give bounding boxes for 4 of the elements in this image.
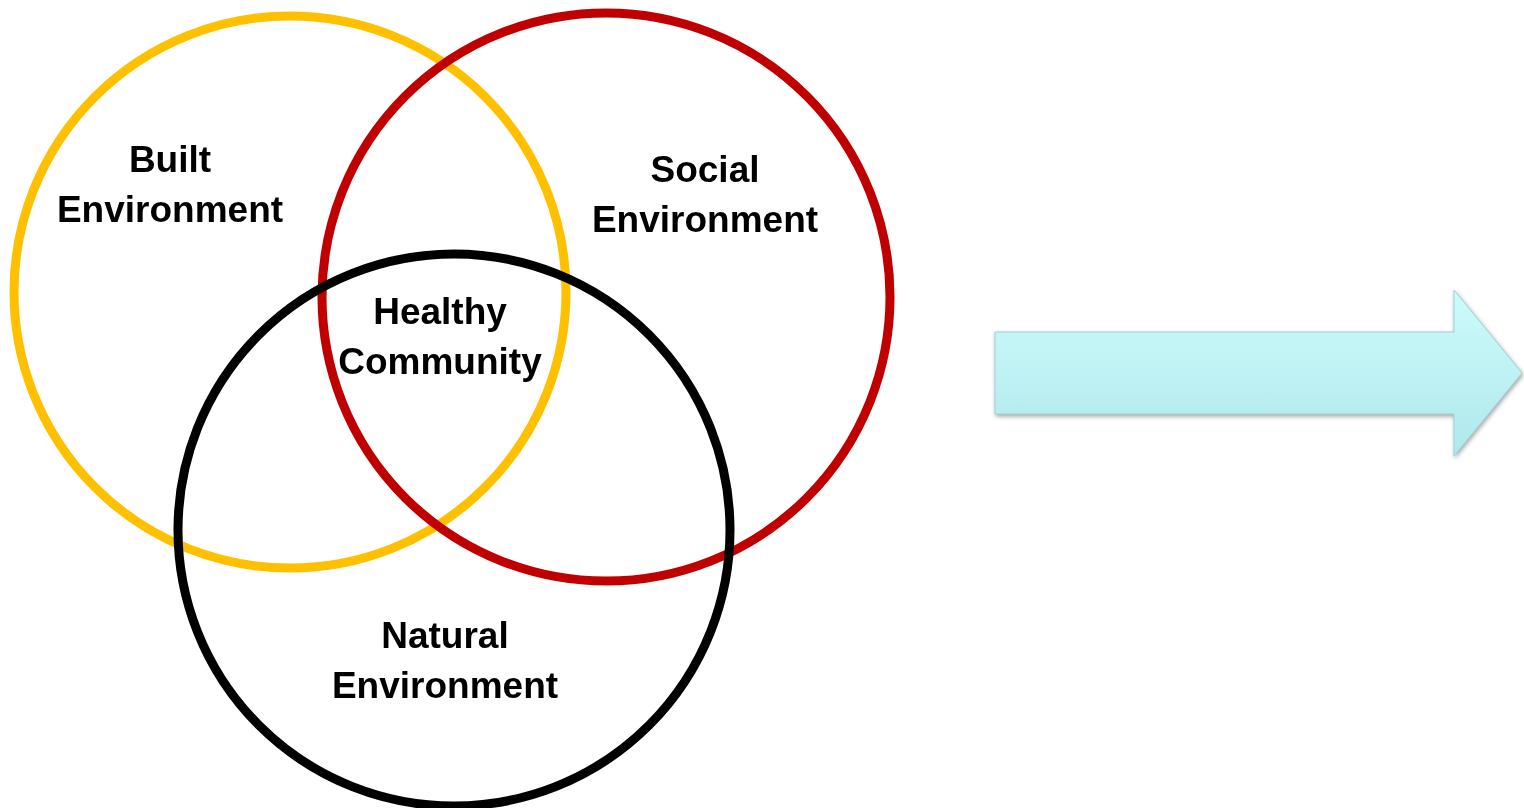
set-label: Social Environment (590, 148, 820, 242)
set-label: Natural Environment (330, 614, 560, 708)
intersection-label: Healthy Community (337, 290, 543, 384)
set-label: Built Environment (55, 138, 285, 232)
